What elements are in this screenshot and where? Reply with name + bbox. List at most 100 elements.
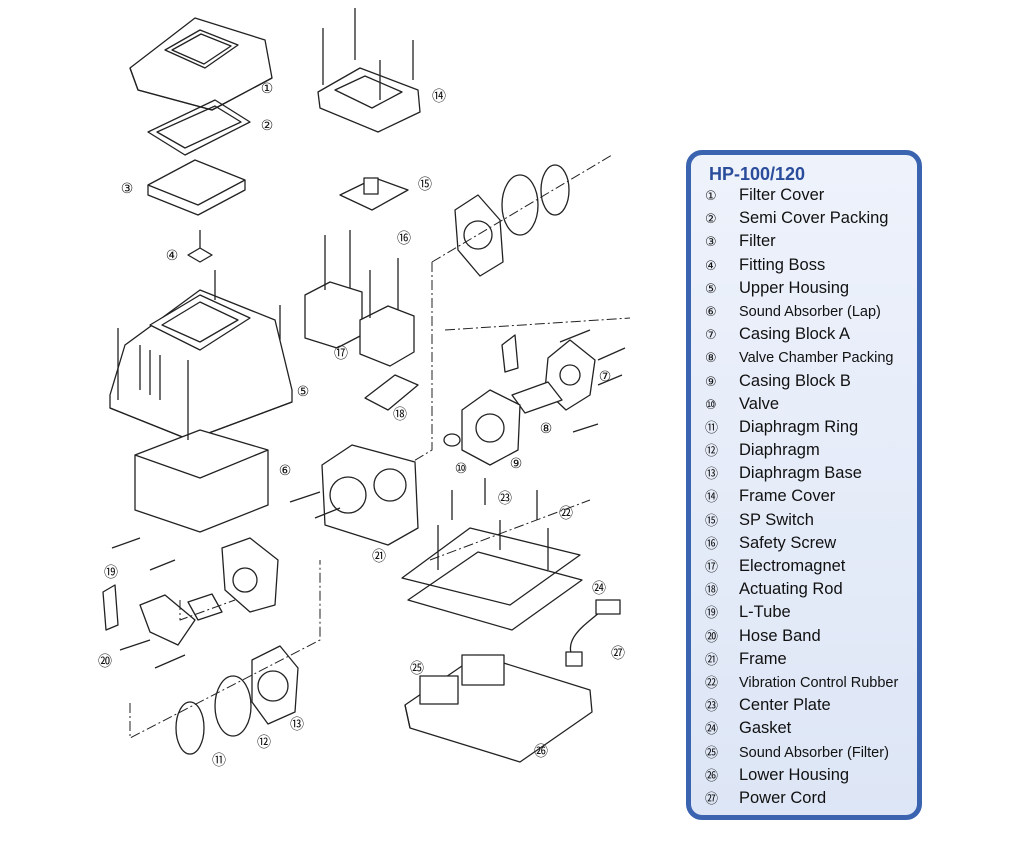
legend-number: ⑫ [705, 444, 719, 460]
callout-26: ㉖ [534, 744, 548, 760]
part-casing-block-a [501, 334, 596, 411]
legend-part-name: Casing Block A [739, 325, 850, 344]
legend-item: ① Filter Cover [705, 184, 917, 207]
callout-18: ⑱ [393, 407, 407, 423]
legend-part-name: Fitting Boss [739, 255, 826, 274]
callout-6: ⑥ [278, 463, 292, 479]
legend-number: ㉑ [705, 652, 719, 668]
legend-number: ⑮ [705, 513, 719, 529]
legend-number: ⑪ [705, 420, 719, 436]
legend-item: ㉖ Lower Housing [705, 764, 917, 787]
part-sp-switch [339, 177, 409, 211]
callout-21: ㉑ [372, 549, 386, 565]
legend-part-name: Valve Chamber Packing [739, 350, 894, 367]
legend-item: ⑰ Electromagnet [705, 555, 917, 578]
legend-part-name: Diaphragm Ring [739, 417, 859, 436]
legend-number: ㉖ [705, 768, 719, 784]
legend-number: ⑩ [705, 397, 717, 413]
legend-number: ⑨ [705, 374, 717, 390]
legend-number: ④ [705, 258, 717, 274]
legend-item: ㉕ Sound Absorber (Filter) [705, 741, 917, 764]
part-power-cord [565, 599, 621, 667]
legend-part-name: Upper Housing [739, 278, 850, 297]
legend-item: ㉓ Center Plate [705, 694, 917, 717]
legend-number: ㉓ [705, 699, 719, 715]
legend-part-name: Center Plate [739, 696, 831, 715]
legend-number: ⑯ [705, 536, 719, 552]
part-sound-absorber-lap [134, 429, 269, 533]
part-valve-chamber-packing [511, 381, 563, 414]
legend-number: ⑥ [705, 304, 717, 320]
callout-7: ⑦ [598, 369, 612, 385]
part-filter-cover [129, 17, 273, 111]
callout-16: ⑯ [397, 231, 411, 247]
legend-part-name: Sound Absorber (Lap) [739, 303, 881, 320]
legend-number: ⑧ [705, 351, 717, 367]
callout-24: ㉔ [592, 581, 606, 597]
legend-item: ㉒ Vibration Control Rubber [705, 671, 917, 694]
part-frame [321, 444, 419, 546]
legend-part-name: SP Switch [739, 510, 814, 529]
part-diaphragm-left [175, 645, 299, 755]
legend-number: ⑤ [705, 281, 717, 297]
part-electromagnet [304, 281, 415, 367]
legend-number: ㉒ [705, 675, 719, 691]
legend-number: ② [705, 212, 717, 228]
legend-item: ⑨ Casing Block B [705, 370, 917, 393]
callout-13: ⑬ [290, 717, 304, 733]
part-upper-housing [109, 289, 293, 441]
legend-number: ⑰ [705, 560, 719, 575]
legend-part-name: Casing Block B [739, 371, 851, 390]
legend-title: HP-100/120 [709, 164, 806, 184]
part-casing-block-b [443, 389, 521, 466]
legend-part-name: Sound Absorber (Filter) [739, 744, 889, 761]
legend-number: ⑲ [705, 606, 719, 622]
callout-25: ㉕ [410, 661, 424, 677]
legend-part-name: Lower Housing [739, 765, 850, 784]
callout-19: ⑲ [104, 565, 118, 581]
legend-part-name: Power Cord [739, 788, 827, 807]
assembly-lines [129, 154, 631, 739]
part-center-plate [401, 527, 583, 631]
part-filter [147, 159, 246, 216]
legend-item: ⑫ Diaphragm [705, 439, 917, 462]
part-fitting-boss [187, 230, 213, 263]
callout-14: ⑭ [432, 89, 446, 105]
legend-part-name: Diaphragm [739, 441, 820, 460]
legend-item: ④ Fitting Boss [705, 254, 917, 277]
callout-4: ④ [165, 248, 179, 264]
legend-part-name: Actuating Rod [739, 580, 843, 599]
legend-number: ① [705, 189, 717, 204]
legend-number: ㉔ [705, 722, 719, 738]
legend-part-name: Hose Band [739, 626, 821, 645]
callout-23: ㉓ [498, 491, 512, 507]
callout-15: ⑮ [418, 177, 432, 193]
legend-part-name: Filter [739, 232, 776, 251]
legend-part-name: Filter Cover [739, 186, 825, 204]
legend-number: ⑳ [705, 629, 719, 645]
legend-part-name: Safety Screw [739, 533, 837, 552]
part-lower-housing [404, 654, 593, 763]
legend-item: ⑤ Upper Housing [705, 277, 917, 300]
legend-number: ㉕ [705, 745, 719, 761]
legend-item: ⑳ Hose Band [705, 625, 917, 648]
screws [111, 8, 626, 669]
legend-part-name: Electromagnet [739, 557, 846, 575]
legend-part-name: Frame [739, 649, 787, 668]
legend-number: ⑦ [705, 328, 717, 344]
callout-5: ⑤ [296, 384, 310, 400]
legend-item: ⑪ Diaphragm Ring [705, 416, 917, 439]
callout-17: ⑰ [334, 346, 348, 362]
legend-part-name: Vibration Control Rubber [739, 674, 899, 691]
part-frame-cover [317, 67, 421, 133]
